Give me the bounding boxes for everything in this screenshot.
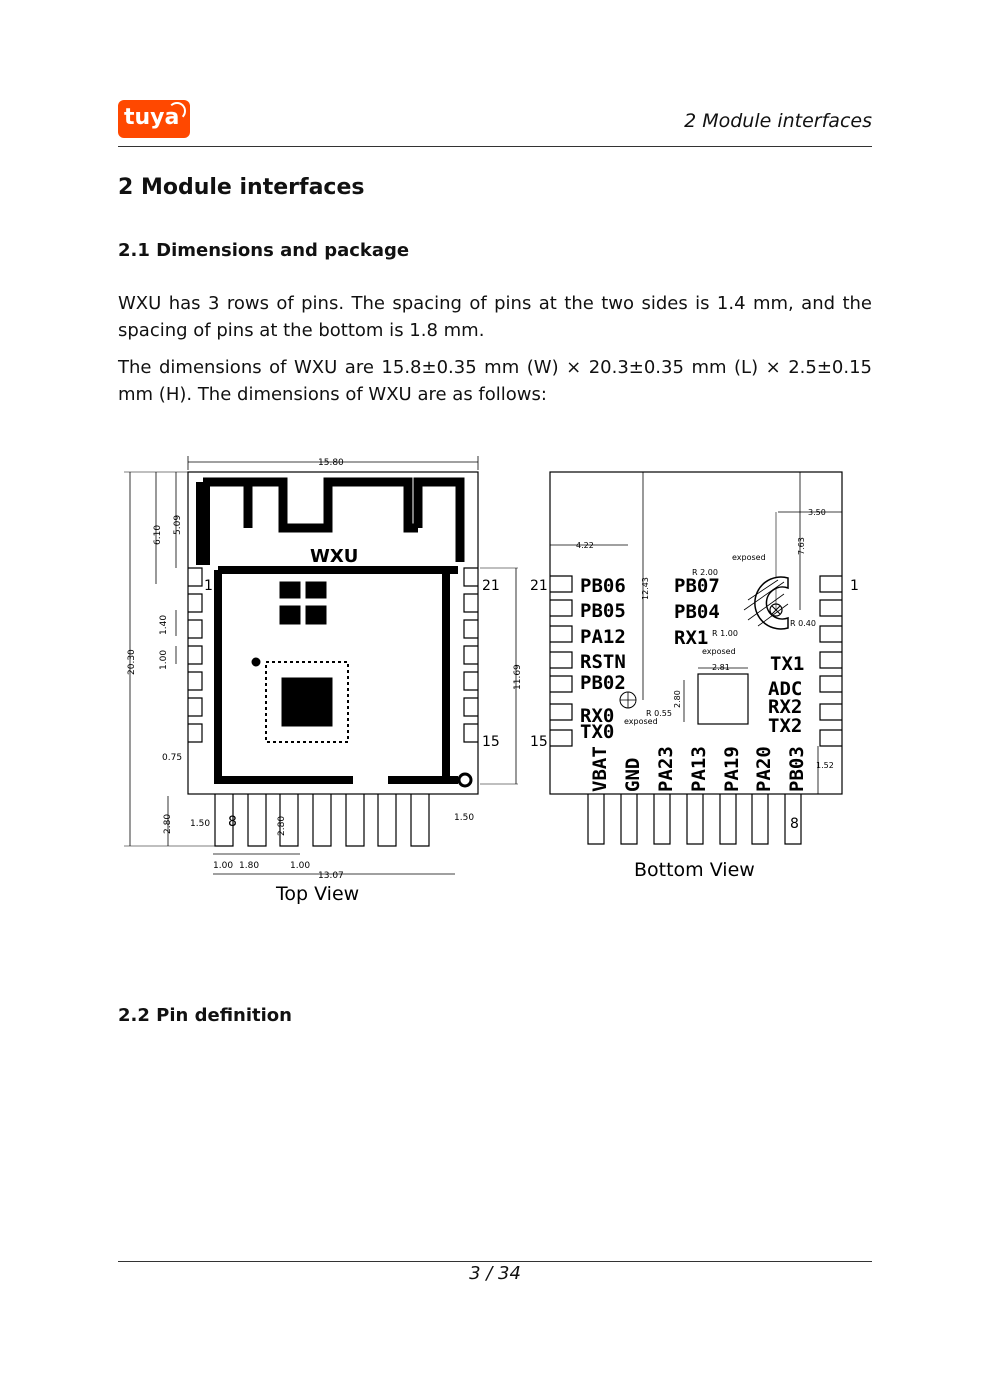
dim-422: 4.22: [576, 541, 594, 550]
dim-281: 2.81: [712, 663, 730, 672]
module-label: WXU: [310, 546, 358, 567]
pin-pb02: PB02: [580, 672, 626, 694]
pin-vbat: VBAT: [589, 746, 611, 792]
bottom-pin-15: 15: [530, 734, 548, 750]
dim-100: 1.00: [159, 650, 169, 670]
tuya-logo: tuya: [118, 100, 190, 138]
dimension-drawing: 15.80 20.30 6.10 5.09 1.40 1.00 0.75 2.8…: [118, 450, 878, 920]
pin-rx1: RX1: [674, 627, 708, 649]
bottom-view: [549, 471, 843, 845]
pin-pb05: PB05: [580, 600, 626, 622]
pin-adc: ADC: [768, 678, 802, 700]
dim-b280: 2.80: [277, 816, 287, 836]
pin-tx1: TX1: [770, 653, 804, 675]
footer-rule: [118, 1261, 872, 1262]
top-pin-1: 1: [204, 578, 213, 594]
dim-b180: 1.80: [239, 861, 259, 871]
pin-pa13: PA13: [688, 746, 710, 792]
dim-350: 3.50: [808, 508, 826, 517]
subsection-title-pins: 2.2 Pin definition: [118, 1005, 292, 1026]
pin-pa20: PA20: [753, 746, 775, 792]
section-title: 2 Module interfaces: [118, 175, 365, 200]
pin-pa19: PA19: [721, 746, 743, 792]
dim-075: 0.75: [162, 753, 182, 763]
top-pin-21: 21: [482, 578, 500, 594]
top-view: [124, 456, 518, 875]
paragraph-dimensions: The dimensions of WXU are 15.8±0.35 mm (…: [118, 357, 872, 405]
label-exposed-3: exposed: [624, 717, 658, 726]
running-header: 2 Module interfaces: [684, 110, 872, 132]
page-number: 3 / 34: [469, 1263, 521, 1284]
dim-width: 15.80: [318, 458, 344, 468]
header-rule: [118, 146, 872, 147]
pin-pb07: PB07: [674, 575, 720, 597]
pin-tx2: TX2: [768, 715, 802, 737]
dim-r040: R 0.40: [790, 619, 816, 628]
top-pin-8: 8: [228, 814, 237, 830]
dim-280-bottom: 2.80: [673, 690, 682, 708]
dim-r100: R 1.00: [712, 629, 738, 638]
pin-pa12: PA12: [580, 626, 626, 648]
dim-1243: 12.43: [641, 577, 650, 600]
pin-rx2: RX2: [768, 696, 802, 718]
dim-r200: R 2.00: [692, 568, 718, 577]
dim-b100b: 1.00: [290, 861, 310, 871]
dim-152: 1.52: [816, 761, 834, 770]
dim-140: 1.40: [159, 615, 169, 635]
dim-150-left: 1.50: [190, 819, 210, 829]
pin-rstn: RSTN: [580, 651, 626, 673]
dim-r055: R 0.55: [646, 709, 672, 718]
pin-pb03: PB03: [786, 746, 808, 792]
dim-b1307: 13.07: [318, 871, 344, 881]
bottom-pin-21: 21: [530, 578, 548, 594]
pin-gnd: GND: [622, 758, 644, 792]
dim-610: 6.10: [153, 525, 163, 545]
paragraph-pins: WXU has 3 rows of pins. The spacing of p…: [118, 293, 872, 341]
pin-pb04: PB04: [674, 601, 720, 623]
top-view-caption: Top View: [275, 883, 359, 905]
pin-tx0: TX0: [580, 721, 614, 743]
top-pin-15: 15: [482, 734, 500, 750]
dim-height: 20.30: [127, 649, 137, 675]
dim-280: 2.80: [163, 814, 173, 834]
dim-509: 5.09: [173, 515, 183, 535]
dim-1169: 11.69: [513, 664, 523, 690]
dim-b100: 1.00: [213, 861, 233, 871]
label-exposed-2: exposed: [702, 647, 736, 656]
pin-pa23: PA23: [655, 746, 677, 792]
bottom-pin-8: 8: [790, 816, 799, 832]
dim-150-right: 1.50: [454, 813, 474, 823]
signal-icon: [168, 102, 186, 120]
subsection-title-dimensions: 2.1 Dimensions and package: [118, 240, 410, 261]
bottom-pin-1: 1: [850, 578, 859, 594]
pin-rx0: RX0: [580, 705, 614, 727]
label-exposed-1: exposed: [732, 553, 766, 562]
dim-763: 7.63: [797, 537, 806, 555]
pin-pb06: PB06: [580, 575, 626, 597]
bottom-view-caption: Bottom View: [634, 859, 755, 881]
